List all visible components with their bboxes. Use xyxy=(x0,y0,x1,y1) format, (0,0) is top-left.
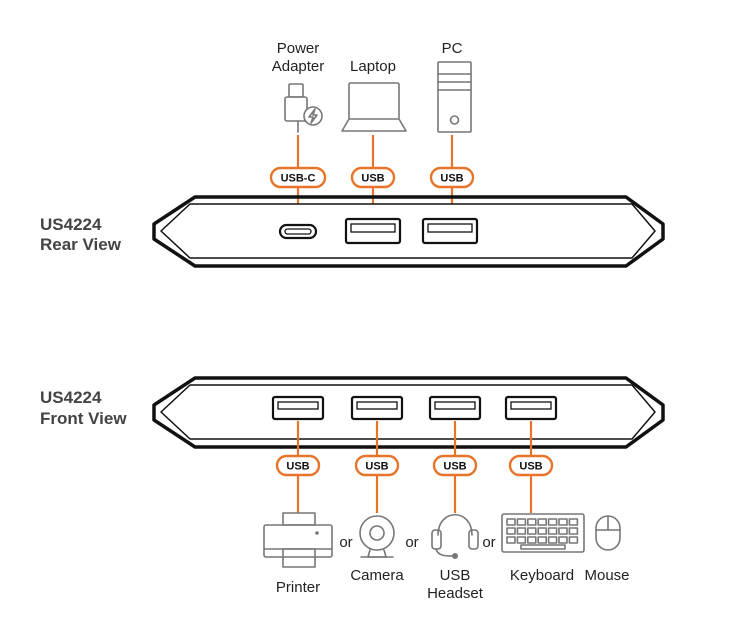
webcam-icon xyxy=(359,515,395,558)
headset-icon xyxy=(431,513,479,559)
front-view-model: US4224 xyxy=(40,388,102,407)
usb-port-rear-2 xyxy=(421,217,479,245)
keyboard-spacebar xyxy=(520,544,566,550)
printer-icon xyxy=(263,512,333,568)
usb-port-front-1 xyxy=(271,395,325,421)
laptop-icon xyxy=(341,82,407,132)
keyboard-key xyxy=(547,527,558,535)
keyboard-label: Keyboard xyxy=(510,567,574,584)
badge-usb-headset: USB xyxy=(432,454,478,477)
front-view-title: Front View xyxy=(40,409,127,428)
rear-view-section: Power Adapter Laptop PC xyxy=(40,40,665,268)
badge-usb-printer: USB xyxy=(275,454,321,477)
or-label-3: or xyxy=(482,534,495,551)
keyboard-icon xyxy=(501,513,585,553)
or-label-2: or xyxy=(405,534,418,551)
badge-usb-keyboard: USB xyxy=(508,454,554,477)
keyboard-key xyxy=(537,518,548,526)
svg-text:USB-C: USB-C xyxy=(281,173,316,185)
usb-port-front-4 xyxy=(504,395,558,421)
svg-text:USB: USB xyxy=(365,461,388,473)
badge-usbc: USB-C xyxy=(269,166,327,189)
svg-text:USB: USB xyxy=(440,173,463,185)
hub-front-body xyxy=(152,376,665,449)
mouse-icon xyxy=(595,515,621,551)
keyboard-key xyxy=(558,527,568,535)
camera-label: Camera xyxy=(350,567,404,584)
keyboard-key xyxy=(516,536,527,544)
badge-usb-laptop: USB xyxy=(350,166,396,189)
headset-label-line2: Headset xyxy=(427,585,484,602)
keyboard-key xyxy=(537,536,548,544)
svg-text:USB: USB xyxy=(519,461,542,473)
power-adapter-label-line2: Adapter xyxy=(272,58,325,75)
headset-label-line1: USB xyxy=(440,567,471,584)
keyboard-key xyxy=(506,518,516,526)
pc-tower-icon xyxy=(437,61,472,133)
usb-port-front-2 xyxy=(350,395,404,421)
keyboard-key xyxy=(537,527,548,535)
rear-view-title: Rear View xyxy=(40,235,122,254)
keyboard-key xyxy=(558,518,568,526)
keyboard-key xyxy=(506,527,516,535)
keyboard-key xyxy=(526,536,537,544)
or-label-1: or xyxy=(339,534,352,551)
keyboard-key xyxy=(558,536,568,544)
keyboard-key xyxy=(568,518,579,526)
mouse-label: Mouse xyxy=(584,567,629,584)
usbc-port xyxy=(278,223,318,240)
keyboard-key xyxy=(506,536,516,544)
keyboard-key xyxy=(516,518,527,526)
keyboard-key xyxy=(547,536,558,544)
power-adapter-icon xyxy=(284,83,323,133)
front-view-section: USB USB USB USB xyxy=(40,376,665,602)
keyboard-key xyxy=(547,518,558,526)
svg-text:USB: USB xyxy=(443,461,466,473)
hub-rear-body xyxy=(152,195,665,268)
keyboard-key xyxy=(526,527,537,535)
keyboard-key xyxy=(516,527,527,535)
printer-label: Printer xyxy=(276,579,320,596)
keyboard-key xyxy=(526,518,537,526)
keyboard-key xyxy=(568,527,579,535)
badge-usb-camera: USB xyxy=(354,454,400,477)
rear-view-model: US4224 xyxy=(40,215,102,234)
svg-text:USB: USB xyxy=(361,173,384,185)
badge-usb-pc: USB xyxy=(429,166,475,189)
laptop-label: Laptop xyxy=(350,58,396,75)
usb-port-rear-1 xyxy=(344,217,402,245)
pc-label: PC xyxy=(442,40,463,57)
keyboard-key xyxy=(568,536,579,544)
power-adapter-label-line1: Power xyxy=(277,40,320,57)
svg-text:USB: USB xyxy=(286,461,309,473)
usb-port-front-3 xyxy=(428,395,482,421)
